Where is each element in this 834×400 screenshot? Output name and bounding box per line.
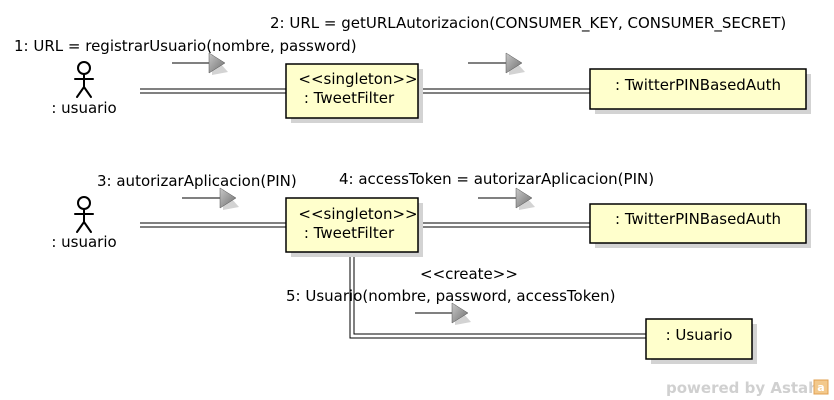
object-stereotype: <<singleton>> xyxy=(298,70,417,88)
astah-logo-icon: a xyxy=(813,379,829,395)
link-actor2-tweetfilter2 xyxy=(140,222,286,228)
object-name: : TweetFilter xyxy=(304,89,395,107)
message-label-2: 2: URL = getURLAutorizacion(CONSUMER_KEY… xyxy=(270,14,786,33)
object-stereotype: <<singleton>> xyxy=(298,205,417,223)
actor-label: : usuario xyxy=(51,233,116,251)
object-name: : TweetFilter xyxy=(304,224,395,242)
message-arrow-1 xyxy=(172,52,228,75)
object-tweetfilter-1: <<singleton>> : TweetFilter xyxy=(285,63,423,123)
object-name: : TwitterPINBasedAuth xyxy=(615,210,781,228)
link-tweetfilter2-twitterauth2 xyxy=(418,222,590,228)
message-arrow-4 xyxy=(478,187,535,210)
object-twitterpinbasedauth-1: : TwitterPINBasedAuth xyxy=(589,68,811,114)
message-label-3: 3: autorizarAplicacion(PIN) xyxy=(97,172,297,190)
message-label-5: 5: Usuario(nombre, password, accessToken… xyxy=(286,287,615,305)
message-arrow-5 xyxy=(415,302,471,325)
object-name: : TwitterPINBasedAuth xyxy=(615,76,781,94)
object-name: : Usuario xyxy=(666,326,733,344)
actor-usuario-1 xyxy=(74,61,94,98)
object-usuario: : Usuario xyxy=(645,318,757,364)
watermark-text: powered by Astah xyxy=(666,379,819,397)
object-tweetfilter-2: <<singleton>> : TweetFilter xyxy=(285,197,423,257)
object-twitterpinbasedauth-2: : TwitterPINBasedAuth xyxy=(589,203,811,248)
link-actor1-tweetfilter1 xyxy=(140,88,286,94)
actor-usuario-2 xyxy=(74,196,94,233)
link-tweetfilter2-usuario xyxy=(349,253,646,339)
svg-text:a: a xyxy=(817,381,824,394)
message-arrow-2 xyxy=(468,52,525,75)
message-arrow-3 xyxy=(182,187,239,210)
message-label-1: 1: URL = registrarUsuario(nombre, passwo… xyxy=(14,37,357,55)
message-stereotype-5: <<create>> xyxy=(420,265,518,283)
message-label-4: 4: accessToken = autorizarAplicacion(PIN… xyxy=(339,170,654,188)
link-tweetfilter1-twitterauth1 xyxy=(418,88,590,94)
actor-label: : usuario xyxy=(51,99,116,117)
